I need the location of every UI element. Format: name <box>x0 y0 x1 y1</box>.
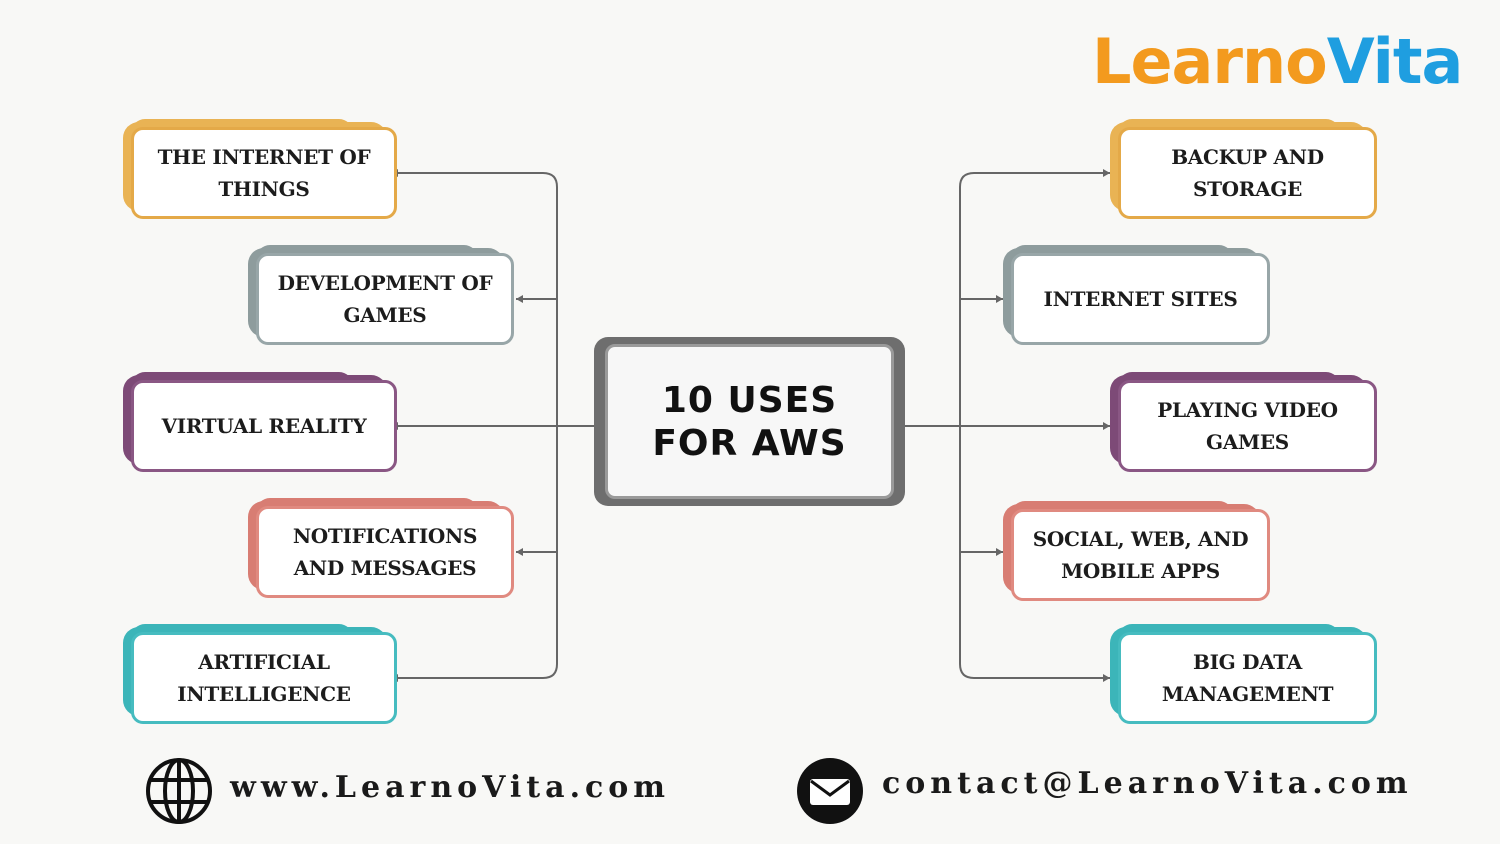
mail-icon <box>797 758 863 824</box>
central-topic-line-2: FOR AWS <box>652 422 847 464</box>
node-label: NOTIFICATIONS AND MESSAGES <box>292 524 478 580</box>
central-topic-line-1: 10 USES <box>661 379 838 421</box>
node-notifications-and-messages: NOTIFICATIONS AND MESSAGES <box>248 498 514 598</box>
right-arrowhead <box>996 548 1003 556</box>
central-topic: 10 USES FOR AWS <box>594 337 905 506</box>
logo-part-vita: Vita <box>1326 25 1464 98</box>
left-branch <box>391 663 558 679</box>
node-label: VIRTUAL REALITY <box>161 414 367 438</box>
right-arrowhead <box>1103 674 1110 682</box>
node-big-data-management: BIG DATA MANAGEMENT <box>1110 624 1377 724</box>
node-development-of-games: DEVELOPMENT OF GAMES <box>248 245 514 345</box>
brand-logo: LearnoVita <box>1092 22 1464 102</box>
node-artificial-intelligence: ARTIFICIAL INTELLIGENCE <box>123 624 397 724</box>
left-arrowhead <box>516 295 523 303</box>
central-topic-label: 10 USES FOR AWS <box>652 379 846 465</box>
left-arrowhead <box>516 548 523 556</box>
node-virtual-reality: VIRTUAL REALITY <box>123 372 397 472</box>
node-label: THE INTERNET OF THINGS <box>157 145 371 201</box>
node-label: ARTIFICIAL INTELLIGENCE <box>177 650 351 706</box>
node-label: BACKUP AND STORAGE <box>1171 145 1324 201</box>
node-backup-and-storage: BACKUP AND STORAGE <box>1110 119 1377 219</box>
email-link[interactable]: contact@LearnoVita.com <box>882 766 1413 801</box>
right-arrowhead <box>996 295 1003 303</box>
node-label: DEVELOPMENT OF GAMES <box>277 271 493 327</box>
node-label: BIG DATA MANAGEMENT <box>1161 650 1334 706</box>
logo-part-learno: Learno <box>1092 25 1328 98</box>
node-internet-of-things: THE INTERNET OF THINGS <box>123 119 397 219</box>
node-internet-sites: INTERNET SITES <box>1003 245 1270 345</box>
node-label: SOCIAL, WEB, AND MOBILE APPS <box>1032 527 1249 583</box>
globe-icon <box>146 758 212 824</box>
website-link[interactable]: www.LearnoVita.com <box>230 770 671 805</box>
right-branch <box>959 172 1110 188</box>
node-label: PLAYING VIDEO GAMES <box>1157 398 1338 454</box>
node-playing-video-games: PLAYING VIDEO GAMES <box>1110 372 1377 472</box>
node-label: INTERNET SITES <box>1043 287 1238 311</box>
node-social-web-mobile-apps: SOCIAL, WEB, AND MOBILE APPS <box>1003 501 1270 601</box>
right-arrowhead <box>1103 169 1110 177</box>
left-branch <box>391 172 558 188</box>
right-branch <box>959 663 1110 679</box>
right-arrowhead <box>1103 422 1110 430</box>
